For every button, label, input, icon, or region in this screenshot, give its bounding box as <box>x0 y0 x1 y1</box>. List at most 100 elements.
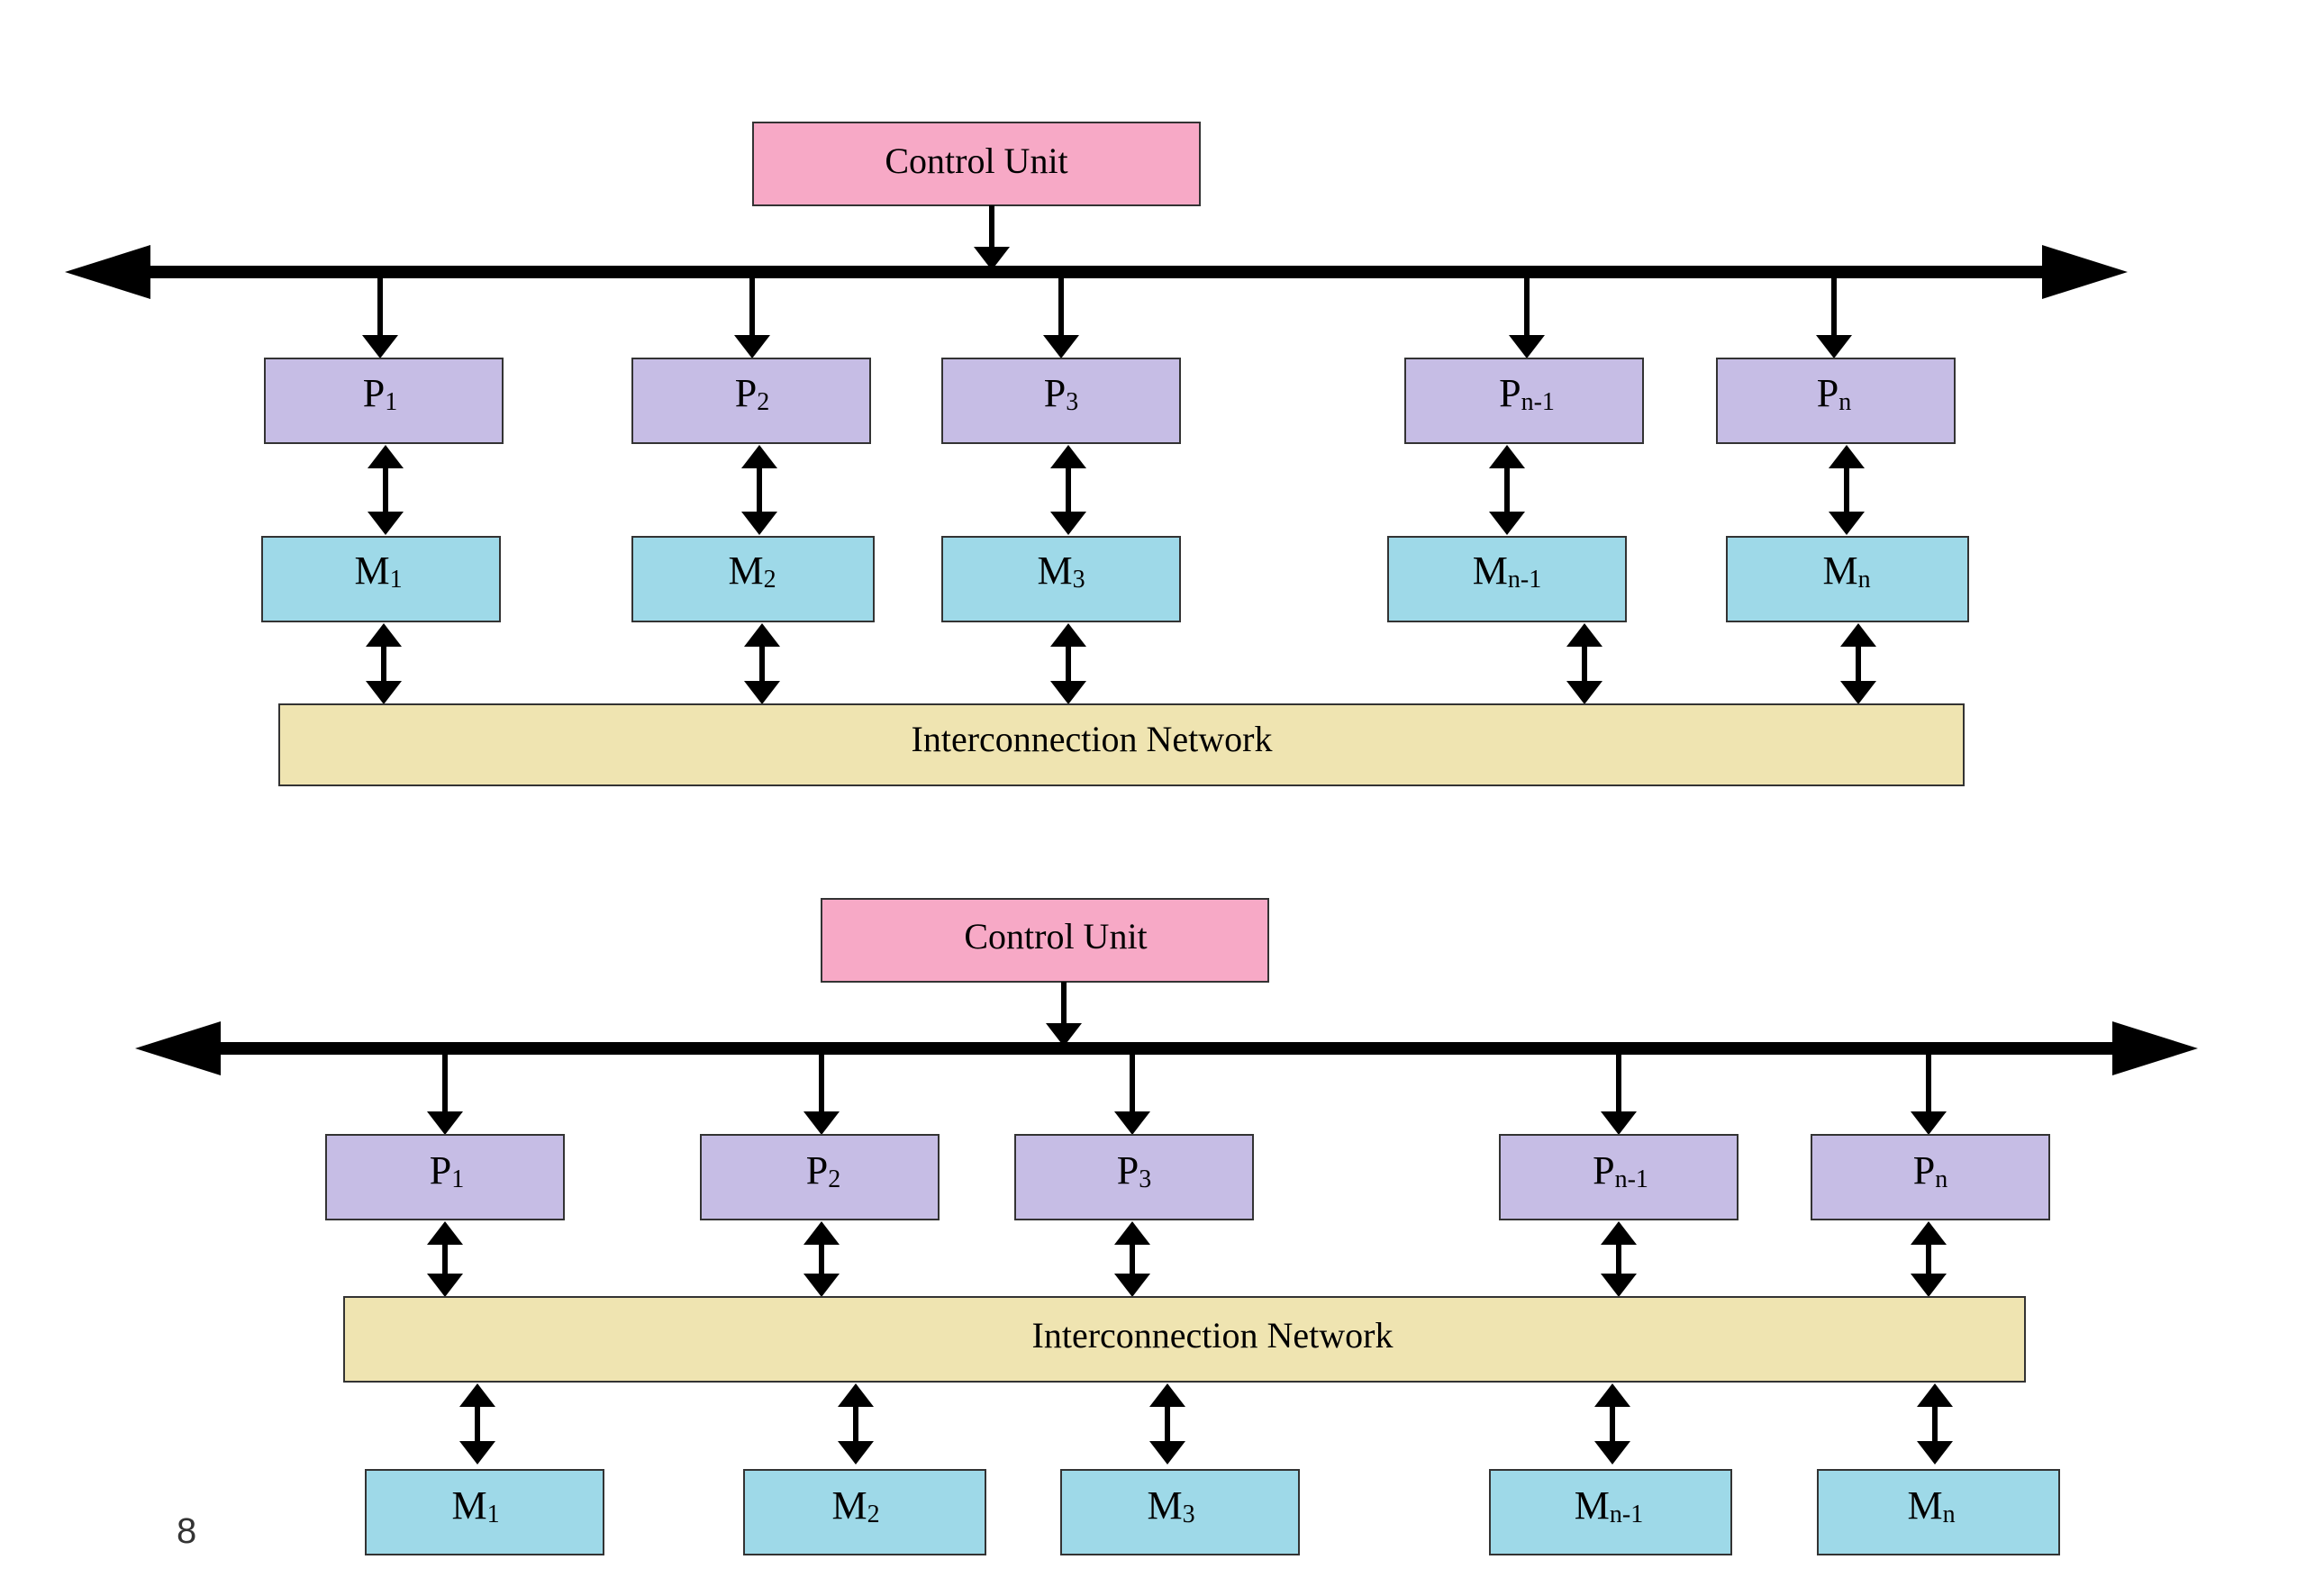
processor-label: P1 <box>363 371 397 416</box>
arrow-head-down <box>1917 1441 1953 1465</box>
bus-arrow-left <box>135 1021 221 1075</box>
memory-label: M3 <box>1037 549 1085 594</box>
memory-box <box>261 536 501 622</box>
control-unit-label: Control Unit <box>964 916 1147 957</box>
bus-to-p-arrow <box>734 272 770 358</box>
memory-label-subscript: n <box>1858 566 1871 594</box>
m-network-arrow <box>1840 623 1876 704</box>
memory-label-main: M <box>1147 1483 1182 1528</box>
processor-label: Pn <box>1817 371 1851 416</box>
bus-to-p-arrow <box>1043 272 1079 358</box>
p-network-arrow <box>427 1221 463 1297</box>
interconnection-network-label: Interconnection Network <box>912 719 1273 759</box>
memory-box <box>1489 1469 1732 1555</box>
processor-box <box>631 358 871 444</box>
processor-box <box>700 1134 940 1220</box>
network-m-arrow <box>1149 1383 1185 1465</box>
processor-label-main: P <box>1117 1148 1139 1192</box>
arrow-head-down <box>1840 681 1876 704</box>
memory-label-subscript: 2 <box>764 566 776 594</box>
control-unit-label: Control Unit <box>885 141 1067 181</box>
arrow-head-up <box>838 1383 874 1407</box>
arrow-head <box>1114 1111 1150 1135</box>
network-m-arrow <box>1594 1383 1630 1465</box>
processor-label: Pn-1 <box>1499 371 1555 416</box>
broadcast-bus <box>65 245 2128 299</box>
processor-label: P3 <box>1117 1148 1151 1193</box>
arrow-head-up <box>741 445 777 468</box>
processor-label-subscript: n-1 <box>1521 388 1555 416</box>
memory-label-subscript: 3 <box>1183 1501 1195 1528</box>
diagram-bottom: Control UnitP1M1P2M2P3M3Pn-1Mn-1PnMnInte… <box>135 898 2198 1555</box>
m-network-arrow <box>1566 623 1602 704</box>
control-unit-box <box>752 122 1201 206</box>
arrow-head-up <box>1840 623 1876 647</box>
processor-label-subscript: 3 <box>1139 1165 1151 1193</box>
arrow-head <box>734 335 770 358</box>
memory-label-main: M <box>831 1483 867 1528</box>
processor-label-subscript: n <box>1935 1165 1947 1193</box>
processor-label-main: P <box>1913 1148 1935 1192</box>
processor-label-main: P <box>1593 1148 1614 1192</box>
processor-label: P2 <box>735 371 769 416</box>
processor-box <box>325 1134 565 1220</box>
processor-box <box>1404 358 1644 444</box>
memory-label-main: M <box>1575 1483 1610 1528</box>
memory-label-subscript: 2 <box>867 1501 880 1528</box>
arrow-head-up <box>1149 1383 1185 1407</box>
m-network-arrow <box>744 623 780 704</box>
arrow-head-down <box>1601 1274 1637 1297</box>
memory-box <box>1060 1469 1300 1555</box>
memory-box <box>941 536 1181 622</box>
arrow-head-up <box>366 623 402 647</box>
memory-label-main: M <box>1822 549 1857 593</box>
processor-label: P2 <box>806 1148 840 1193</box>
processor-label-main: P <box>735 371 757 415</box>
arrow-head <box>1043 335 1079 358</box>
bus-to-p-arrow <box>1816 272 1852 358</box>
processor-label-subscript: n-1 <box>1615 1165 1648 1193</box>
arrow-head-up <box>1917 1383 1953 1407</box>
bus-arrow-left <box>65 245 150 299</box>
arrow-head-down <box>1566 681 1602 704</box>
arrow-head-up <box>1594 1383 1630 1407</box>
processor-label-main: P <box>363 371 385 415</box>
arrow-head-down <box>1114 1274 1150 1297</box>
bus-to-p-arrow <box>362 272 398 358</box>
slide-number: 8 <box>177 1511 197 1551</box>
arrow-head-down <box>1911 1274 1947 1297</box>
arrow-head-down <box>1489 512 1525 535</box>
memory-box <box>1726 536 1969 622</box>
bus-arrow-right <box>2112 1021 2198 1075</box>
memory-label: Mn <box>1907 1483 1955 1528</box>
arrow-head-down <box>744 681 780 704</box>
diagram-top: Control UnitP1M1P2M2P3M3Pn-1Mn-1PnMnInte… <box>65 122 2128 786</box>
memory-label-subscript: 3 <box>1073 566 1085 594</box>
processor-label: Pn-1 <box>1593 1148 1648 1193</box>
processor-label-main: P <box>1044 371 1066 415</box>
p-m-arrow <box>741 445 777 535</box>
broadcast-bus <box>135 1021 2198 1075</box>
arrow-head <box>803 1111 840 1135</box>
processor-label-main: P <box>430 1148 451 1192</box>
arrow-head-down <box>1050 512 1086 535</box>
arrow-head-up <box>1489 445 1525 468</box>
memory-box <box>1387 536 1627 622</box>
memory-label: M2 <box>728 549 776 594</box>
control-unit-box <box>821 898 1269 983</box>
interconnection-network-box <box>278 703 1965 786</box>
memory-label-main: M <box>1473 549 1508 593</box>
arrow-head-up <box>1114 1221 1150 1245</box>
m-network-arrow <box>366 623 402 704</box>
memory-label: Mn <box>1822 549 1870 594</box>
processor-box <box>941 358 1181 444</box>
arrow-head <box>1509 335 1545 358</box>
memory-box <box>365 1469 604 1555</box>
processor-label-main: P <box>1499 371 1521 415</box>
memory-label: Mn-1 <box>1575 1483 1643 1528</box>
bus-to-p-arrow <box>1911 1048 1947 1135</box>
processor-label: P1 <box>430 1148 464 1193</box>
memory-label-subscript: n-1 <box>1508 566 1541 594</box>
arrow-head-up <box>1050 623 1086 647</box>
